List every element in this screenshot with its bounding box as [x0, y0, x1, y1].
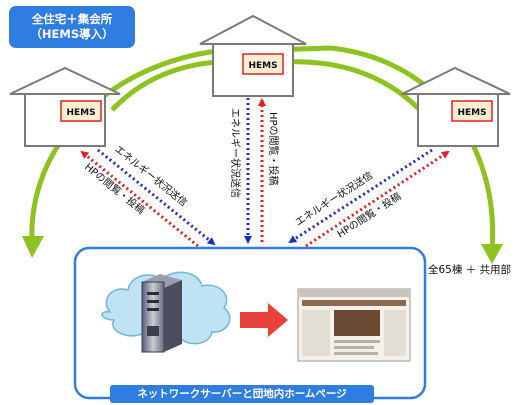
hems-badge-center: HEMS: [248, 61, 277, 71]
arrow-send-right: [288, 148, 433, 244]
website-thumbnail: [297, 288, 411, 362]
server-icon: [141, 274, 182, 353]
house-left: [9, 66, 121, 147]
green-curve-left-head: [22, 236, 44, 258]
title-line-2: （HEMS導入）: [30, 27, 114, 41]
label-view-center: HPの閲覧・投稿: [267, 112, 280, 186]
red-forward-arrow: [240, 303, 288, 337]
label-send-center: エネルギー状況送信: [229, 108, 242, 198]
caption-bar: ネットワークサーバーと団地内ホームページ: [110, 385, 374, 403]
hems-badge-left: HEMS: [66, 108, 95, 118]
green-curve-right-head: [481, 244, 503, 264]
arrow-view-right: [305, 150, 450, 248]
title-line-1: 全住宅＋集会所: [31, 12, 113, 26]
title-box: 全住宅＋集会所 （HEMS導入）: [9, 6, 135, 48]
platform-label: 全65棟 ＋ 共用部: [428, 264, 512, 276]
green-inner-right: [284, 59, 422, 112]
house-right: [401, 66, 511, 147]
hems-badge-right: HEMS: [457, 108, 486, 118]
house-center: [199, 14, 307, 97]
